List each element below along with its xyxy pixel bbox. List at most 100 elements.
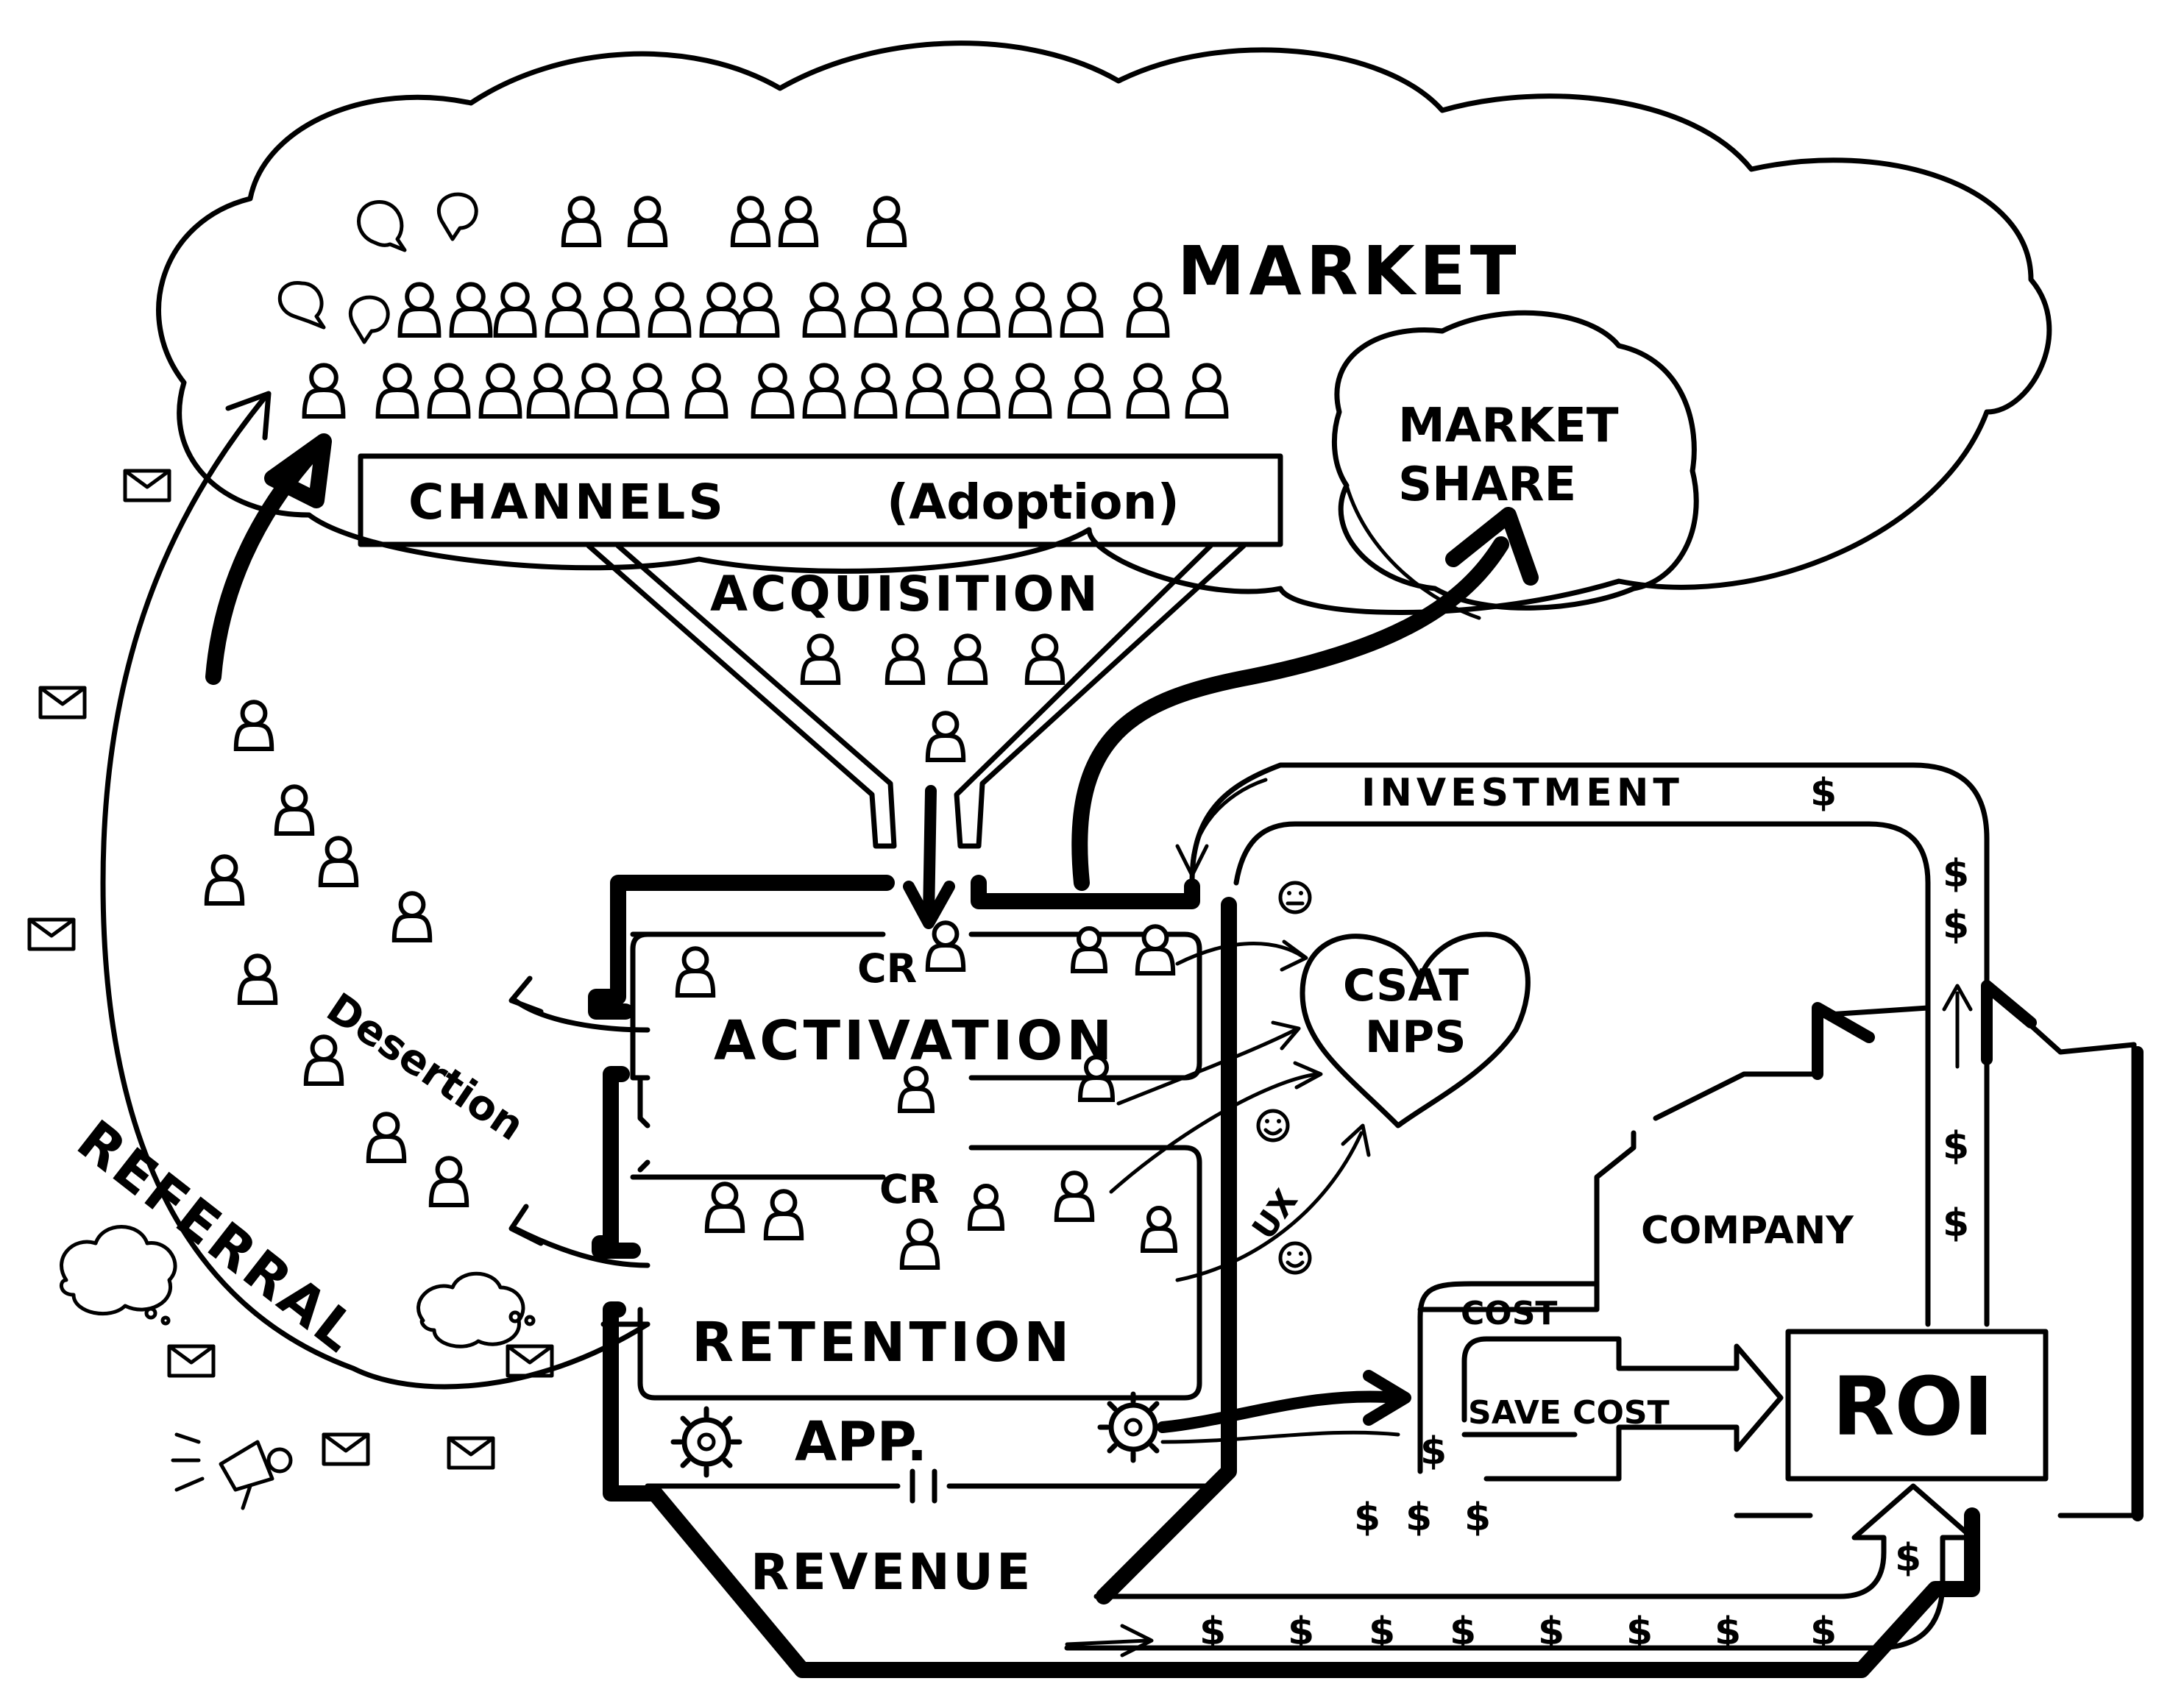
smiley-icon (1278, 881, 1312, 914)
envelope-icon (167, 1344, 216, 1378)
person-icon (237, 953, 278, 1005)
market-share-blob (1332, 310, 1699, 611)
svg-text:$: $ (1943, 1201, 1969, 1246)
revenue-dollars: $ $ $ $ $ $ $ $ $ (1199, 1536, 1921, 1654)
channels-label: CHANNELS (408, 474, 726, 530)
smiley-icon (1278, 1241, 1312, 1275)
person-icon (957, 282, 1001, 338)
person-icon (391, 891, 433, 942)
activation-label: ACTIVATION (714, 1009, 1116, 1073)
cost-dollars: $ $ $ $ (1354, 1429, 1491, 1540)
channels-banner (358, 453, 1283, 547)
desertion-people (204, 700, 469, 1207)
svg-text:$: $ (1715, 1610, 1741, 1654)
person-icon (397, 282, 442, 338)
person-icon (1008, 363, 1052, 419)
person-icon (493, 282, 537, 338)
person-icon (449, 282, 493, 338)
envelope-icon (506, 1344, 554, 1378)
market-share-label-line2: SHARE (1398, 458, 1576, 512)
svg-text:$: $ (1420, 1429, 1447, 1474)
person-icon (866, 196, 907, 247)
thought-cloud-icon (60, 1225, 177, 1316)
revenue-pipe (1064, 1483, 1975, 1651)
person-icon (800, 633, 841, 685)
company-label: COMPANY (1641, 1209, 1854, 1253)
speech-bubble-icon (277, 192, 478, 344)
person-icon (730, 196, 771, 247)
person-icon (526, 363, 570, 419)
person-icon (1077, 1055, 1116, 1102)
person-icon (854, 282, 898, 338)
person-icon (1054, 1170, 1095, 1222)
person-icon (375, 363, 419, 419)
svg-text:$: $ (1354, 1496, 1380, 1540)
svg-text:$: $ (1943, 852, 1969, 896)
person-icon (274, 784, 315, 836)
person-icon (736, 282, 780, 338)
person-icon (704, 1181, 745, 1233)
person-icon (967, 1184, 1005, 1231)
envelope-icon (123, 469, 171, 502)
app-container (588, 875, 1980, 1678)
gear-icon (1097, 1391, 1169, 1463)
person-icon (905, 363, 949, 419)
envelope-icon (38, 686, 87, 719)
cost-path (1417, 1281, 1784, 1482)
person-icon (699, 282, 743, 338)
market-share-label-line1: MARKET (1398, 399, 1619, 453)
person-icon (1070, 926, 1108, 973)
roi-box (1785, 1329, 2049, 1482)
person-icon (204, 854, 245, 906)
person-icon (675, 946, 716, 998)
save-cost-label: SAVE COST (1468, 1394, 1670, 1432)
investment-label: INVESTMENT (1361, 771, 1684, 815)
smiley-icon (1256, 1109, 1290, 1143)
person-icon (428, 1156, 469, 1207)
person-icon (366, 1112, 407, 1163)
investment-pipe (1189, 762, 1990, 1327)
person-icon (233, 700, 274, 751)
person-icon (561, 196, 602, 247)
roi-label: ROI (1832, 1360, 1993, 1454)
csat-arrows (1109, 939, 1371, 1282)
person-icon (854, 363, 898, 419)
person-icon (802, 363, 846, 419)
svg-text:$: $ (1895, 1536, 1921, 1580)
adoption-label: (Adoption) (887, 474, 1180, 530)
person-icon (648, 282, 692, 338)
acquisition-label: ACQUISITION (710, 566, 1101, 622)
gear-to-cost-arrow (1157, 1390, 1404, 1433)
market-share-arrow (1071, 536, 1509, 891)
csat-label: CSAT (1343, 960, 1469, 1012)
referral-label: REFERRAL (65, 1108, 371, 1365)
investment-dollars: $ $ $ $ (1943, 852, 1969, 1246)
person-icon (778, 196, 819, 247)
envelope-icon (447, 1436, 495, 1470)
person-icon (427, 363, 471, 419)
person-icon (684, 363, 728, 419)
person-icon (947, 633, 988, 685)
retention-box (630, 1145, 1202, 1401)
person-icon (574, 363, 618, 419)
heart-icon (1300, 931, 1531, 1129)
activation-box (630, 931, 1202, 1081)
person-icon (905, 282, 949, 338)
person-icon (925, 920, 966, 972)
person-icon (1185, 363, 1229, 419)
person-icon (318, 836, 359, 887)
person-icon (1126, 282, 1170, 338)
investment-dollar: $ (1810, 771, 1837, 815)
person-icon (1024, 633, 1066, 685)
svg-text:$: $ (1810, 1610, 1837, 1654)
person-icon (478, 363, 522, 419)
referral-arrow (100, 394, 650, 1390)
market-cloud (156, 40, 2052, 615)
acquisition-funnel (586, 543, 1247, 849)
person-icon (545, 282, 589, 338)
person-icon (802, 282, 846, 338)
svg-text:$: $ (1538, 1610, 1564, 1654)
envelope-icon (322, 1432, 370, 1466)
person-icon (1135, 924, 1176, 976)
